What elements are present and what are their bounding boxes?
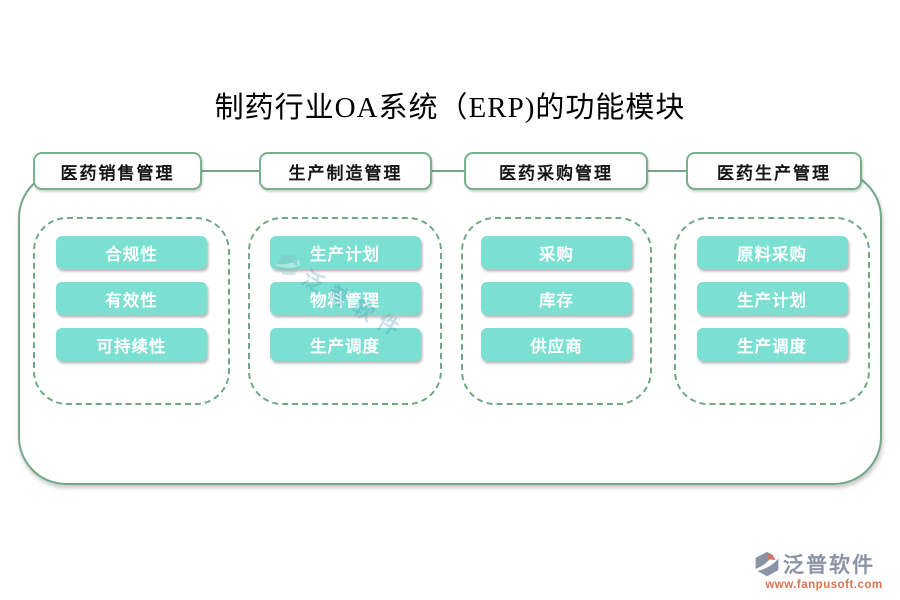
fanpu-logo-url: www.fanpusoft.com xyxy=(765,579,883,591)
module-group-procurement: 采购 库存 供应商 xyxy=(461,217,652,405)
module-button-production-plan: 生产计划 xyxy=(269,236,421,269)
column-header-label: 生产制造管理 xyxy=(288,163,403,183)
fanpu-logo-icon xyxy=(754,551,780,577)
module-button-production-scheduling: 生产调度 xyxy=(696,328,848,361)
column-header-production-management: 医药生产管理 xyxy=(686,152,862,190)
modules-outer-frame xyxy=(18,170,882,485)
column-header-label: 医药销售管理 xyxy=(60,163,175,183)
module-group-sales: 合规性 有效性 可持续性 xyxy=(33,217,230,405)
column-header-manufacturing-management: 生产制造管理 xyxy=(259,152,432,190)
module-button-purchasing: 采购 xyxy=(481,236,632,269)
fanpu-logo: 泛普软件 www.fanpusoft.com xyxy=(754,549,894,591)
module-group-manufacturing: 生产计划 物料管理 生产调度 xyxy=(248,217,442,405)
module-button-production-plan: 生产计划 xyxy=(696,282,848,315)
column-header-sales-management: 医药销售管理 xyxy=(33,152,202,190)
module-button-material-management: 物料管理 xyxy=(269,282,421,315)
module-group-production: 原料采购 生产计划 生产调度 xyxy=(674,217,870,405)
module-button-raw-material-purchasing: 原料采购 xyxy=(696,236,848,269)
module-button-effectiveness: 有效性 xyxy=(56,282,207,315)
fanpu-logo-name: 泛普软件 xyxy=(783,553,875,577)
page-title: 制药行业OA系统（ERP)的功能模块 xyxy=(214,92,686,124)
module-button-supplier: 供应商 xyxy=(481,328,632,361)
column-header-procurement-management: 医药采购管理 xyxy=(464,152,648,190)
module-button-production-scheduling: 生产调度 xyxy=(269,328,421,361)
fanpu-logo-row: 泛普软件 xyxy=(754,549,894,579)
column-header-label: 医药生产管理 xyxy=(717,163,831,183)
module-button-sustainability: 可持续性 xyxy=(56,328,207,361)
module-button-inventory: 库存 xyxy=(481,282,632,315)
column-header-label: 医药采购管理 xyxy=(499,163,613,183)
module-button-compliance: 合规性 xyxy=(56,236,207,269)
